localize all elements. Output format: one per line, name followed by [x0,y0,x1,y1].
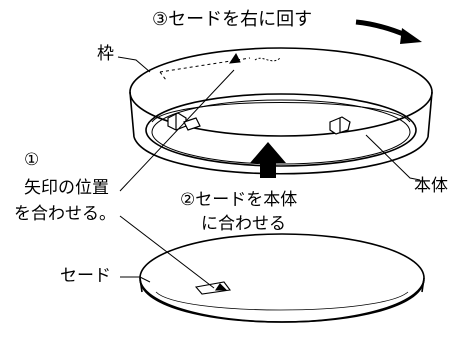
up-arrow [250,142,286,178]
step1-line2: を合わせる。 [14,204,116,224]
frame-label: 枠 [97,44,114,64]
step2-line1: ②セードを本体 [180,190,298,210]
frame-ring [129,47,433,175]
step1-number: ① [24,150,40,170]
body-label: 本体 [414,176,448,196]
step2-line2: に合わせる [201,214,286,234]
mounting-clips [167,112,351,135]
leader-lines [117,56,421,289]
step3-label: ③セードを右に回す [152,9,313,30]
frame-arrow-mark [159,53,281,81]
step1-line1: 矢印の位置 [24,178,109,198]
shade-arrow-mark [194,281,231,295]
shade-dome [139,233,425,323]
shade-label: セード [60,266,111,286]
rotate-arrow-icon [355,19,422,44]
